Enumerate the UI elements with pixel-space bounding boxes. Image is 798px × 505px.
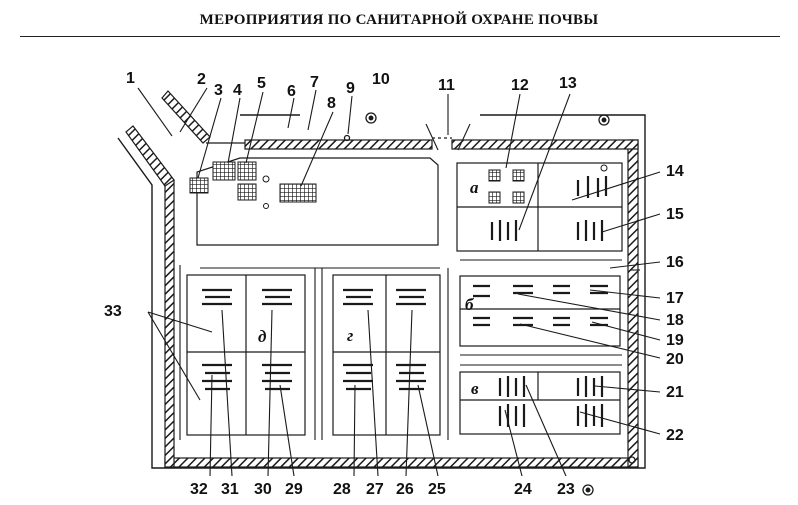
title-rule [20,36,780,37]
callout-1: 1 [126,70,135,87]
horizontal-rows [473,284,608,327]
storage-block-5a [237,161,257,181]
callout-6: 6 [287,83,296,100]
zone-label-v: в [471,379,479,398]
vertical-rows [498,376,604,427]
callout-19: 19 [666,332,684,349]
callout-18: 18 [666,312,684,329]
well-icon [263,203,269,209]
callout-22: 22 [666,427,684,444]
callout-33: 33 [104,303,122,320]
zone-d-plots [186,274,306,436]
drainage-lines [179,259,640,440]
marker-icon [343,112,636,496]
outer-fence [117,114,646,469]
callout-31: 31 [221,481,239,498]
zone-b-plots [459,275,621,347]
callout-12: 12 [511,77,529,94]
callout-4: 4 [233,82,242,99]
callout-2: 2 [197,71,206,88]
callout-25: 25 [428,481,446,498]
seed-bed [512,191,525,204]
callout-9: 9 [346,80,355,97]
horizontal-rows [343,288,426,391]
zone-label-d: д [258,327,267,346]
zone-g-plots [332,274,441,436]
callout-15: 15 [666,206,684,223]
storage-block-4 [212,161,236,181]
callout-28: 28 [333,481,351,498]
callout-30: 30 [254,481,272,498]
upper-yard [196,157,439,246]
callout-7: 7 [310,74,319,91]
well-icon [600,164,608,172]
callout-3: 3 [214,82,223,99]
planting-rows [490,176,608,241]
callout-17: 17 [666,290,684,307]
horizontal-rows [202,288,292,391]
seed-bed [512,169,525,182]
storage-block-8 [279,183,317,203]
callout-13: 13 [559,75,577,92]
callout-32: 32 [190,481,208,498]
diagram-title: МЕРОПРИЯТИЯ ПО САНИТАРНОЙ ОХРАНЕ ПОЧВЫ [199,12,599,28]
callout-16: 16 [666,254,684,271]
callout-20: 20 [666,351,684,368]
callout-5: 5 [257,75,266,92]
zone-label-a: а [470,178,479,197]
seed-bed [488,169,501,182]
callout-29: 29 [285,481,303,498]
leader-lines [137,87,661,477]
callout-14: 14 [666,163,684,180]
callout-10: 10 [372,71,390,88]
callout-23: 23 [557,481,575,498]
callout-27: 27 [366,481,384,498]
callout-8: 8 [327,95,336,112]
callout-26: 26 [396,481,414,498]
seed-bed [488,191,501,204]
zone-label-g: г [347,326,353,345]
hatched-perimeter-wall [125,90,639,468]
zone-a-plots [456,162,623,252]
storage-block-3 [189,177,209,194]
callout-24: 24 [514,481,532,498]
callout-11: 11 [438,77,455,94]
zone-label-b: б [465,295,475,314]
well-icon [262,175,270,183]
storage-block-5b [237,183,257,201]
zone-v-plots [459,371,621,435]
callout-21: 21 [666,384,684,401]
